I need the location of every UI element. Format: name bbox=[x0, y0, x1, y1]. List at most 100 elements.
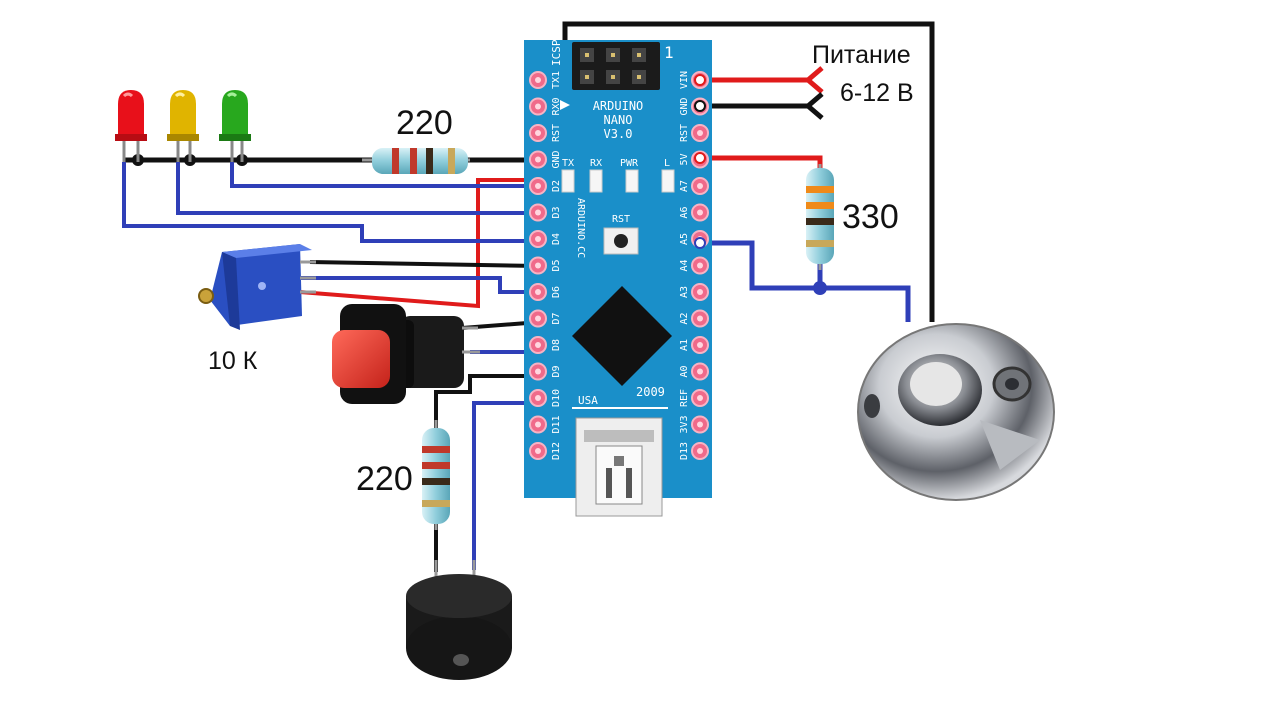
left-pin-hole bbox=[535, 315, 541, 322]
right-pin-hole bbox=[697, 368, 703, 375]
right-pin-hole bbox=[697, 395, 703, 401]
resistor-220-led bbox=[362, 148, 470, 174]
right-pin-label: VIN bbox=[679, 71, 690, 89]
left-pin-label: D8 bbox=[551, 339, 562, 351]
wire-blue-d4 bbox=[122, 162, 540, 243]
right-pin-hole bbox=[697, 315, 703, 322]
right-pin-label: A0 bbox=[679, 365, 690, 377]
mcu-chip bbox=[572, 286, 672, 386]
led-yellow bbox=[167, 90, 199, 162]
left-pin-label: D3 bbox=[551, 206, 562, 218]
left-pin-hole bbox=[535, 395, 541, 401]
left-pin-label: D9 bbox=[551, 365, 562, 377]
usb-connector bbox=[575, 417, 663, 517]
rst-button-label: RST bbox=[612, 214, 630, 225]
right-pin-hole bbox=[697, 289, 703, 295]
right-pin-label: GND bbox=[679, 97, 690, 115]
left-pin-hole bbox=[535, 289, 541, 295]
left-pin-label: D11 bbox=[551, 415, 562, 433]
status-leds: TX RX PWR L bbox=[561, 158, 675, 193]
wire-blue-a5 bbox=[700, 240, 911, 322]
left-pin-label: D10 bbox=[551, 389, 562, 407]
right-pin-hole bbox=[697, 183, 703, 189]
right-pin-label: A6 bbox=[679, 206, 690, 218]
right-pin-label: A2 bbox=[679, 312, 690, 324]
wire-black-pot bbox=[309, 260, 541, 268]
led-label-l: L bbox=[664, 158, 670, 169]
right-pin-label: 5V bbox=[679, 153, 690, 165]
left-pin-label: D12 bbox=[551, 442, 562, 460]
right-pin-label: A1 bbox=[679, 339, 690, 351]
pot-value-label: 10 К bbox=[208, 347, 258, 375]
buzzer-resistor-label: 220 bbox=[356, 460, 413, 498]
led-label-tx: TX bbox=[562, 158, 574, 169]
right-pin-hole bbox=[697, 130, 703, 136]
left-pin-label: D6 bbox=[551, 286, 562, 298]
right-pin-label: A4 bbox=[679, 259, 690, 271]
led-green bbox=[219, 90, 251, 162]
wire-blue-d2 bbox=[230, 162, 540, 188]
right-pin-label: A5 bbox=[679, 233, 690, 245]
right-pin-label: REF bbox=[679, 389, 690, 407]
left-pin-label: D2 bbox=[551, 180, 562, 192]
left-pin-hole bbox=[535, 448, 541, 454]
right-pin-hole bbox=[697, 342, 703, 348]
wire-black-buzzer bbox=[434, 374, 540, 430]
left-pin-label: GND bbox=[551, 150, 562, 168]
left-pin-hole bbox=[535, 103, 541, 110]
left-pin-label: D7 bbox=[551, 312, 562, 324]
site-label: ARDUINO.CC bbox=[575, 198, 586, 258]
left-pin-hole bbox=[535, 130, 541, 136]
trimmer-screw bbox=[198, 288, 214, 304]
left-pin-label: RST bbox=[551, 124, 562, 142]
right-pin-label: D13 bbox=[679, 442, 690, 460]
left-pin-hole bbox=[535, 368, 541, 375]
left-pin-hole bbox=[535, 421, 541, 428]
left-pin-label: TX1 bbox=[551, 71, 562, 89]
led-resistor-label: 220 bbox=[396, 104, 453, 142]
left-pin-hole bbox=[535, 342, 541, 348]
metal-touch-button bbox=[857, 323, 1055, 501]
wire-blue-buzzer bbox=[472, 401, 540, 570]
resistor-330-pullup bbox=[806, 164, 834, 270]
right-pin-label: 3V3 bbox=[679, 415, 690, 433]
wire-red-vin bbox=[700, 66, 824, 83]
left-pin-hole bbox=[535, 156, 541, 163]
led-red bbox=[115, 90, 147, 162]
usa-label: USA bbox=[578, 394, 598, 407]
wire-blue-pot bbox=[300, 276, 540, 294]
left-pin-hole bbox=[535, 183, 541, 189]
right-pin-label: RST bbox=[679, 124, 690, 142]
push-button-cap bbox=[332, 330, 390, 388]
right-pin-hole bbox=[697, 421, 703, 428]
led-label-pwr: PWR bbox=[620, 158, 639, 169]
trimmer-potentiometer bbox=[198, 244, 316, 330]
pullup-resistor-label: 330 bbox=[842, 198, 899, 236]
wire-black-gnd-power bbox=[700, 92, 824, 109]
push-button bbox=[332, 304, 480, 404]
left-pin-label: D4 bbox=[551, 233, 562, 245]
reset-button-cap bbox=[614, 234, 628, 248]
left-pin-label: RX0 bbox=[551, 97, 562, 115]
right-pin-hole bbox=[697, 209, 703, 216]
power-title-label: Питание bbox=[812, 41, 911, 69]
right-pin-hole bbox=[697, 448, 703, 454]
right-pin-hole bbox=[697, 262, 703, 269]
left-pin-hole bbox=[535, 209, 541, 216]
wire-red-5v bbox=[700, 155, 823, 170]
left-pin-label: D5 bbox=[551, 259, 562, 271]
left-pin-hole bbox=[535, 236, 541, 242]
year-label: 2009 bbox=[636, 385, 665, 399]
left-pin-hole bbox=[535, 77, 541, 83]
resistor-220-buzzer bbox=[422, 420, 450, 530]
board-name-line2: NANO bbox=[604, 113, 633, 127]
board-name-line1: ARDUINO bbox=[593, 99, 644, 113]
led-label-rx: RX bbox=[590, 158, 602, 169]
left-pin-hole bbox=[535, 262, 541, 269]
board-name-line3: V3.0 bbox=[604, 127, 633, 141]
right-pin-label: A7 bbox=[679, 180, 690, 192]
